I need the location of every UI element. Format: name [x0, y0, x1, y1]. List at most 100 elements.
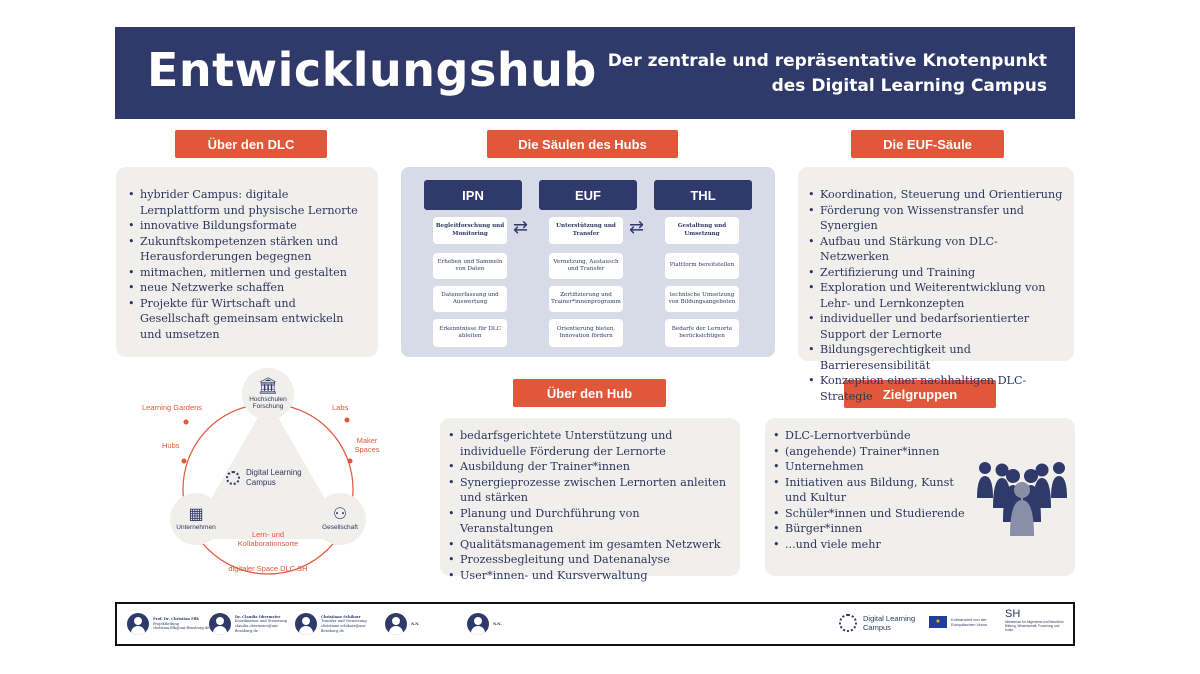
contact-person: Christiane Schikorr Transfer und Vernetz… — [295, 613, 381, 635]
avatar — [209, 613, 231, 635]
list-item: Zertifizierung und Training — [806, 265, 1064, 281]
ipn-cell-4: Erkenntnisse für DLC ableiten — [433, 319, 507, 347]
label-pillars: Die Säulen des Hubs — [487, 130, 678, 158]
subtitle-line-2: des Digital Learning Campus — [771, 76, 1047, 96]
subtitle-line-1: Der zentrale und repräsentative Knotenpu… — [607, 51, 1047, 71]
label-about-dlc: Über den DLC — [175, 130, 327, 158]
eu-text: Kofinanziert von der Europäischen Union — [951, 617, 988, 627]
dlc-logo-text: Digital Learning Campus — [863, 614, 916, 632]
avatar — [467, 613, 489, 635]
dlc-logo: Digital Learning Campus — [839, 614, 927, 632]
list-item: hybrider Campus: digitale Lernplattform … — [126, 187, 364, 218]
list-item: Zukunftskompetenzen stärken und Herausfo… — [126, 234, 364, 265]
list-item: Projekte für Wirtschaft und Gesellschaft… — [126, 296, 364, 343]
list-item: Konzeption einer nachhaltigen DLC-Strate… — [806, 373, 1064, 404]
page-subtitle: Der zentrale und repräsentative Knotenpu… — [567, 49, 1047, 99]
label-digital-space: digitaler Space DLC.SH — [228, 564, 308, 573]
contact-name: Prof. Dr. Christian Filk — [153, 617, 199, 622]
footer-bar: Prof. Dr. Christian Filk Projektleitung … — [115, 602, 1075, 646]
ring-dot — [183, 419, 189, 425]
dlc-dots-icon — [226, 470, 240, 485]
bidirectional-arrow-icon: ⇄ — [629, 217, 645, 238]
contact-role: Koordination und Steuerung — [235, 619, 287, 624]
thl-cell-2: Plattform bereitstellen — [665, 253, 739, 279]
euf-cell-1: Unterstützung und Transfer — [549, 217, 623, 244]
sh-logo: SH Ministerium für Allgemeine und Berufl… — [1005, 608, 1067, 632]
pillars-panel: IPN EUF THL Begleitforschung und Monitor… — [401, 167, 775, 357]
ipn-cell-1: Begleitforschung und Monitoring — [433, 217, 507, 244]
label-maker-spaces: Maker Spaces — [354, 436, 380, 454]
bidirectional-arrow-icon: ⇄ — [513, 217, 529, 238]
thl-cell-3: technische Umsetzung von Bildungsangebot… — [665, 286, 739, 312]
people-group-icon: ⚇ — [332, 506, 348, 524]
list-item: innovative Bildungsformate — [126, 218, 364, 234]
euf-pillar-box: Koordination, Steuerung und Orientierung… — [798, 167, 1074, 403]
about-hub-list: bedarfsgerichtete Unterstützung und indi… — [446, 428, 728, 583]
contact-mail[interactable]: christian.filk@uni-flensburg.de — [153, 626, 210, 631]
avatar — [385, 613, 407, 635]
label-labs: Labs — [332, 403, 349, 412]
pillar-head-ipn: IPN — [424, 180, 522, 210]
contact-text: Dr. Claudia Obermeier Koordination und S… — [235, 615, 295, 633]
list-item: neue Netzwerke schaffen — [126, 280, 364, 296]
label-hubs: Hubs — [162, 441, 180, 450]
list-item: Unternehmen — [771, 459, 965, 475]
pillar-head-thl: THL — [654, 180, 752, 210]
list-item: User*innen- und Kursverwaltung — [446, 568, 728, 584]
contact-text: N.N. — [493, 622, 523, 627]
node-companies: ▦ Unternehmen — [170, 493, 222, 545]
label-learning-gardens: Learning Gardens — [142, 403, 203, 412]
list-item: individueller und bedarfsorientierter Su… — [806, 311, 1064, 342]
contact-text: N.N. — [411, 622, 441, 627]
sh-ministry-text: Ministerium für Allgemeine und Beruflich… — [1005, 620, 1064, 632]
about-dlc-box: hybrider Campus: digitale Lernplattform … — [116, 167, 378, 357]
dlc-ecosystem-diagram: 🏛 Hochschulen Forschung ▦ Unternehmen ⚇ … — [118, 360, 418, 590]
list-item: Aufbau und Stärkung von DLC-Netzwerken — [806, 234, 1064, 265]
contact-role: Projektleitung — [153, 621, 179, 626]
list-item: Schüler*innen und Studierende — [771, 506, 965, 522]
target-groups-list: DLC-Lernortverbünde (angehende) Trainer*… — [771, 428, 965, 552]
euf-pillar-list: Koordination, Steuerung und Orientierung… — [806, 187, 1064, 404]
contact-role: Transfer und Vernetzung — [321, 619, 367, 624]
contact-mail[interactable]: christiane.schikorr@uni-flensburg.de — [321, 624, 367, 633]
list-item: Exploration und Weiterentwicklung von Le… — [806, 280, 1064, 311]
ipn-cell-2: Erheben und Sammeln von Daten — [433, 253, 507, 279]
dlc-dots-icon — [839, 614, 857, 632]
thl-cell-1: Gestaltung und Umsetzung — [665, 217, 739, 244]
list-item: DLC-Lernortverbünde — [771, 428, 965, 444]
eu-logo: ★ Kofinanziert von der Europäischen Unio… — [929, 616, 995, 628]
center-dlc: Digital Learning Campus — [226, 468, 316, 487]
contact-text: Christiane Schikorr Transfer und Vernetz… — [321, 615, 381, 633]
label-euf-pillar: Die EUF-Säule — [851, 130, 1004, 158]
contact-mail[interactable]: claudia.obermeier@uni-flensburg.de — [235, 624, 279, 633]
list-item: ...und viele mehr — [771, 537, 965, 553]
list-item: Ausbildung der Trainer*innen — [446, 459, 728, 475]
euf-cell-2: Vernetzung, Austausch und Transfer — [549, 253, 623, 279]
euf-cell-4: Orientierung bieten, Innovation fördern — [549, 319, 623, 347]
contact-person: N.N. — [385, 613, 441, 635]
list-item: bedarfsgerichtete Unterstützung und indi… — [446, 428, 728, 459]
avatar — [127, 613, 149, 635]
ring-dot — [344, 417, 350, 423]
sh-logo-text: SH — [1005, 608, 1021, 620]
list-item: Bildungsgerechtigkeit und Barrieresensib… — [806, 342, 1064, 373]
ring-dot — [347, 458, 353, 464]
list-item: Prozessbegleitung und Datenanalyse — [446, 552, 728, 568]
label-learning-places: Lern- und Kollaborationsorte — [237, 530, 299, 548]
node-universities: 🏛 Hochschulen Forschung — [242, 368, 294, 420]
list-item: Qualitätsmanagement im gesamten Netzwerk — [446, 537, 728, 553]
contact-person: N.N. — [467, 613, 523, 635]
contact-name: N.N. — [493, 621, 502, 626]
avatar — [295, 613, 317, 635]
list-item: (angehende) Trainer*innen — [771, 444, 965, 460]
list-item: mitmachen, mitlernen und gestalten — [126, 265, 364, 281]
eu-flag-icon: ★ — [929, 616, 947, 628]
contact-name: Christiane Schikorr — [321, 614, 361, 619]
contact-name: N.N. — [411, 621, 420, 626]
contact-text: Prof. Dr. Christian Filk Projektleitung … — [153, 617, 213, 631]
about-dlc-list: hybrider Campus: digitale Lernplattform … — [126, 187, 364, 342]
label-about-hub: Über den Hub — [513, 379, 666, 407]
list-item: Initiativen aus Bildung, Kunst und Kultu… — [771, 475, 965, 506]
node-label: Unternehmen — [176, 524, 216, 532]
list-item: Bürger*innen — [771, 521, 965, 537]
